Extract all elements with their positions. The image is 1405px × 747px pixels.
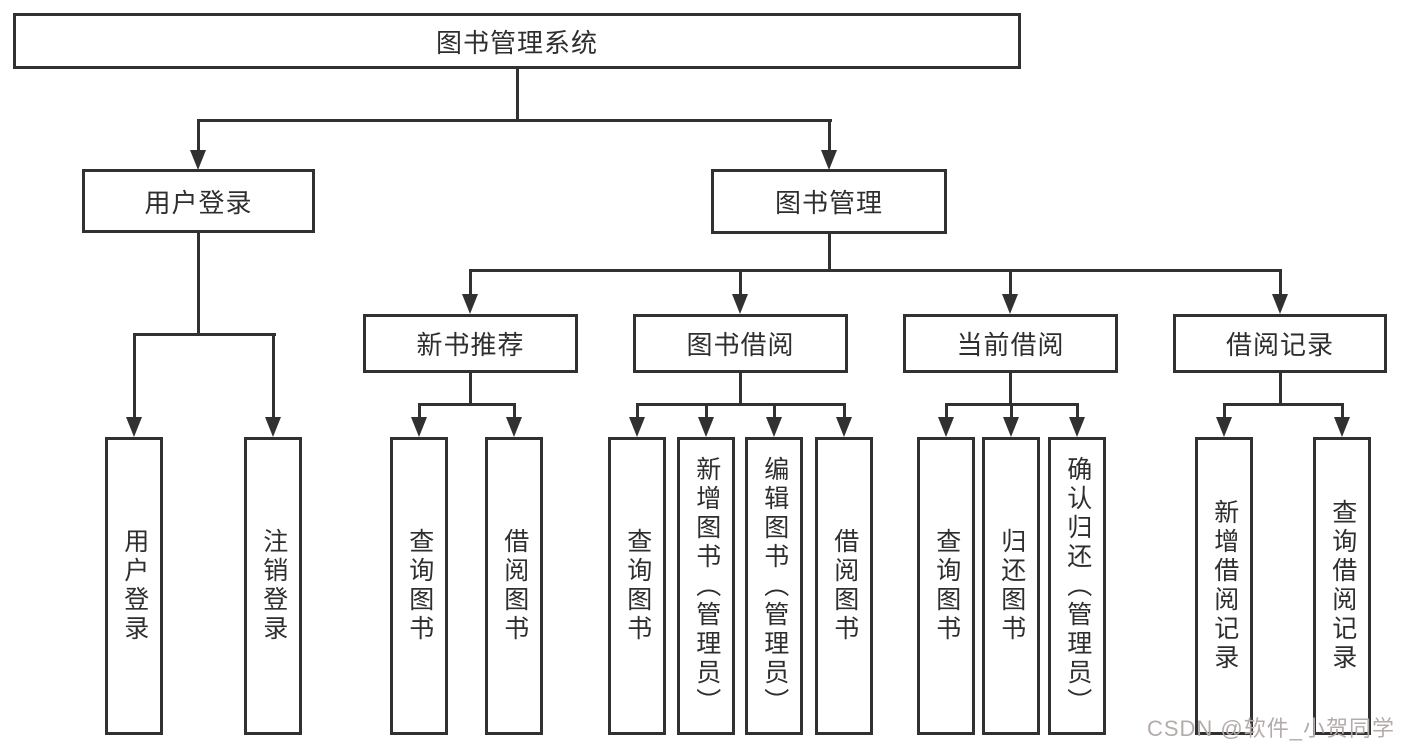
arrow-down-icon: [126, 417, 142, 437]
leaf-confirm-return-admin: 确认归还（管理员）: [1048, 437, 1106, 735]
connector-line: [469, 269, 1282, 272]
leaf-return-books: 归还图书: [982, 437, 1040, 735]
connector-line: [1341, 403, 1344, 419]
connector-line: [1279, 371, 1282, 406]
arrow-down-icon: [732, 294, 748, 314]
arrow-down-icon: [698, 417, 714, 437]
node-label: 借阅图书: [830, 528, 859, 644]
connector-line: [469, 269, 472, 296]
connector-line: [843, 403, 846, 419]
connector-line: [197, 119, 200, 152]
node-label: 借阅记录: [1225, 330, 1334, 360]
node-label: 图书管理系统: [435, 27, 598, 58]
connector-line: [469, 371, 472, 406]
arrow-down-icon: [1003, 417, 1019, 437]
node-user-login: 用户登录: [82, 169, 315, 233]
connector-line: [828, 119, 831, 152]
connector-line: [739, 269, 742, 296]
node-label: 用户登录: [144, 187, 253, 218]
connector-line: [197, 230, 200, 336]
node-label: 新增借阅记录: [1210, 499, 1239, 673]
connector-line: [133, 333, 276, 336]
connector-line: [945, 403, 948, 419]
node-label: 编辑图书（管理员）: [760, 455, 789, 717]
leaf-query-books-current: 查询图书: [917, 437, 975, 735]
node-label: 查询图书: [405, 528, 434, 644]
node-book-borrowing: 图书借阅: [633, 314, 848, 373]
arrow-down-icon: [766, 417, 782, 437]
leaf-user-login: 用户登录: [105, 437, 163, 735]
leaf-borrow-books-recommend: 借阅图书: [485, 437, 543, 735]
connector-line: [197, 119, 832, 122]
node-label: 查询图书: [932, 528, 961, 644]
leaf-add-book-admin: 新增图书（管理员）: [677, 437, 735, 735]
connector-line: [1279, 269, 1282, 296]
node-label: 图书借阅: [686, 330, 795, 360]
arrow-down-icon: [629, 417, 645, 437]
connector-line: [636, 403, 846, 406]
connector-line: [133, 333, 136, 419]
arrow-down-icon: [462, 294, 478, 314]
arrow-down-icon: [1216, 417, 1232, 437]
leaf-query-books-borrowing: 查询图书: [608, 437, 666, 735]
arrow-down-icon: [1334, 417, 1350, 437]
watermark-text: CSDN @软件_小贺同学: [1146, 716, 1395, 741]
connector-line: [272, 333, 275, 419]
node-new-book-recommendation: 新书推荐: [363, 314, 578, 373]
connector-line: [418, 403, 421, 419]
leaf-borrow-books-borrowing: 借阅图书: [815, 437, 873, 735]
leaf-query-books-recommend: 查询图书: [390, 437, 448, 735]
arrow-down-icon: [265, 417, 281, 437]
node-label: 注销登录: [259, 528, 288, 644]
leaf-add-borrow-record: 新增借阅记录: [1195, 437, 1253, 735]
connector-line: [418, 403, 516, 406]
node-label: 新增图书（管理员）: [692, 455, 721, 717]
arrow-down-icon: [1069, 417, 1085, 437]
node-label: 借阅图书: [500, 528, 529, 644]
arrow-down-icon: [821, 150, 837, 170]
connector-line: [773, 403, 776, 419]
node-label: 确认归还（管理员）: [1063, 455, 1092, 717]
connector-line: [513, 403, 516, 419]
connector-line: [636, 403, 639, 419]
arrow-down-icon: [836, 417, 852, 437]
node-book-management: 图书管理: [711, 169, 947, 234]
node-label: 新书推荐: [416, 330, 525, 360]
arrow-down-icon: [411, 417, 427, 437]
leaf-edit-book-admin: 编辑图书（管理员）: [745, 437, 803, 735]
connector-line: [516, 66, 519, 121]
arrow-down-icon: [506, 417, 522, 437]
connector-line: [828, 231, 831, 272]
connector-line: [1223, 403, 1226, 419]
node-current-borrowing: 当前借阅: [903, 314, 1118, 373]
node-root-book-management-system: 图书管理系统: [13, 13, 1021, 69]
node-label: 用户登录: [120, 528, 149, 644]
connector-line: [1223, 403, 1344, 406]
arrow-down-icon: [190, 150, 206, 170]
connector-line: [1076, 403, 1079, 419]
connector-line: [705, 403, 708, 419]
leaf-logout: 注销登录: [244, 437, 302, 735]
node-label: 归还图书: [997, 528, 1026, 644]
node-label: 查询借阅记录: [1328, 499, 1357, 673]
node-label: 当前借阅: [956, 330, 1065, 360]
arrow-down-icon: [1002, 294, 1018, 314]
connector-line: [1009, 269, 1012, 296]
arrow-down-icon: [938, 417, 954, 437]
node-label: 查询图书: [623, 528, 652, 644]
connector-line: [1009, 371, 1012, 406]
leaf-query-borrow-record: 查询借阅记录: [1313, 437, 1371, 735]
arrow-down-icon: [1272, 294, 1288, 314]
connector-line: [739, 371, 742, 406]
node-label: 图书管理: [774, 188, 883, 218]
connector-line: [1010, 403, 1013, 419]
node-borrowing-records: 借阅记录: [1173, 314, 1387, 373]
